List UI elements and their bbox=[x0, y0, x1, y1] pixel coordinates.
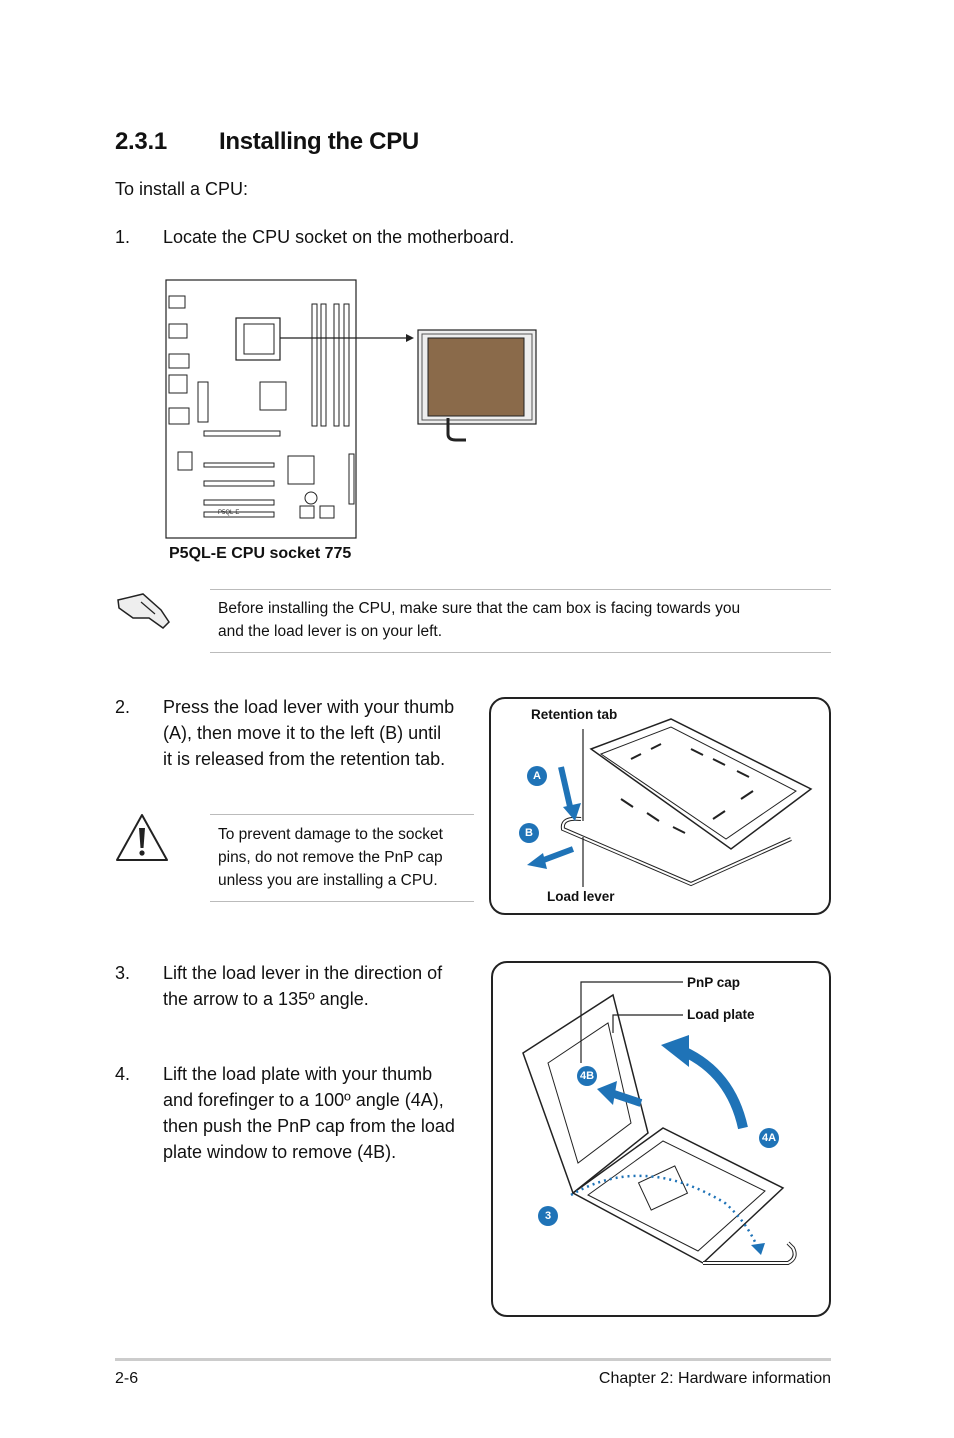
step-2-number: 2. bbox=[115, 697, 131, 717]
chapter-title: Chapter 2: Hardware information bbox=[598, 1370, 831, 1387]
step-2-line-3: it is released from the retention tab. bbox=[163, 749, 446, 769]
badge-3: 3 bbox=[538, 1206, 558, 1226]
badge-4a: 4A bbox=[759, 1128, 779, 1148]
load-plate-label: Load plate bbox=[687, 1007, 755, 1022]
retention-tab-label: Retention tab bbox=[531, 707, 618, 722]
load-plate-diagram bbox=[522, 981, 797, 1265]
warning-line-1: To prevent damage to the socket bbox=[218, 826, 443, 843]
step-3-number: 3. bbox=[115, 963, 131, 983]
pnp-cap-label: PnP cap bbox=[687, 975, 741, 990]
footer-rule bbox=[115, 1358, 831, 1361]
figure-2-frame: Retention tab Load lever A B bbox=[489, 697, 831, 915]
section-title: Installing the CPU bbox=[219, 128, 419, 155]
badge-4b: 4B bbox=[577, 1066, 597, 1086]
note-line-1: Before installing the CPU, make sure tha… bbox=[218, 600, 741, 617]
warning-triangle-icon bbox=[116, 814, 168, 861]
warning-line-3: unless you are installing a CPU. bbox=[218, 872, 438, 889]
step-2-line-2: (A), then move it to the left (B) until bbox=[163, 723, 442, 743]
step-4-line-4: plate window to remove (4B). bbox=[163, 1142, 397, 1162]
step-4-line-2: and forefinger to a 100º angle (4A), bbox=[163, 1090, 444, 1110]
note-box: Before installing the CPU, make sure tha… bbox=[210, 589, 831, 653]
badge-b: B bbox=[519, 823, 539, 843]
hand-note-icon bbox=[117, 593, 170, 629]
note-line-2: and the load lever is on your left. bbox=[218, 623, 443, 640]
figure-3-frame: PnP cap Load plate 4B 4A 3 bbox=[491, 961, 831, 1317]
step-1-number: 1. bbox=[115, 227, 131, 247]
socket-lever-diagram bbox=[527, 718, 813, 887]
step-3-line-1: Lift the load lever in the direction of bbox=[163, 963, 443, 983]
section-number: 2.3.1 bbox=[115, 128, 167, 155]
load-lever-label: Load lever bbox=[547, 889, 615, 904]
step-4-line-3: then push the PnP cap from the load bbox=[163, 1116, 455, 1136]
figure-1-caption: P5QL-E CPU socket 775 bbox=[169, 545, 352, 562]
badge-a: A bbox=[527, 766, 547, 786]
warning-box: To prevent damage to the socket pins, do… bbox=[210, 814, 474, 902]
step-4-line-1: Lift the load plate with your thumb bbox=[163, 1064, 433, 1084]
step-1-text: Locate the CPU socket on the motherboard… bbox=[163, 227, 515, 247]
step-3-line-2: the arrow to a 135º angle. bbox=[163, 989, 369, 1009]
board-label: P5QL-E bbox=[218, 510, 239, 516]
page-number: 2-6 bbox=[115, 1370, 139, 1387]
step-2-line-1: Press the load lever with your thumb bbox=[163, 697, 455, 717]
warning-line-2: pins, do not remove the PnP cap bbox=[218, 849, 443, 866]
motherboard-diagram: P5QL-E bbox=[165, 279, 537, 539]
step-4-number: 4. bbox=[115, 1064, 131, 1084]
intro-text: To install a CPU: bbox=[115, 179, 249, 199]
section-heading: 2.3.1 Installing the CPU bbox=[115, 128, 419, 156]
